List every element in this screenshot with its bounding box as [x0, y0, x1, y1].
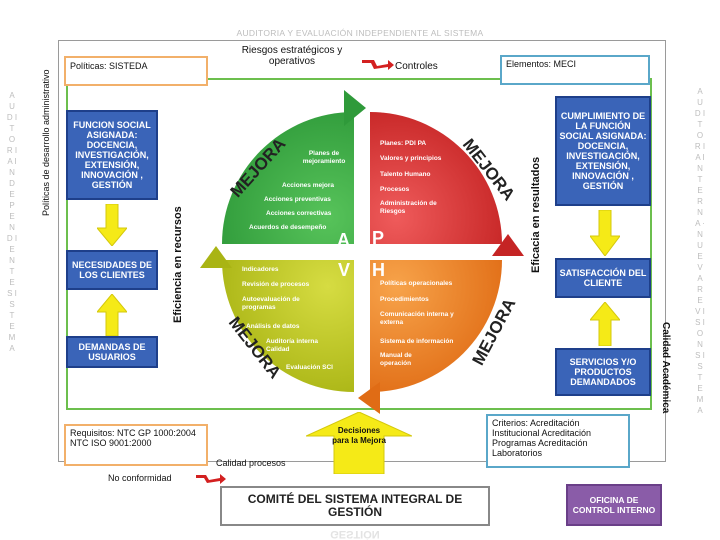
quad-v-item: Análisis de datos	[246, 323, 300, 330]
cumplimiento-box: CUMPLIMIENTO DE LA FUNCIÓN SOCIAL ASIGNA…	[555, 96, 651, 206]
red-arrow-bottom	[196, 470, 226, 489]
quad-a-item: Acuerdos de desempeño	[249, 224, 327, 231]
letter-h: H	[372, 260, 385, 280]
quad-a-item: Acciones correctivas	[266, 210, 332, 217]
oficina-control-text: OFICINA DE CONTROL INTERNO	[572, 495, 656, 515]
calidad-academica-vertical: Calidad Académica	[660, 322, 671, 414]
quad-v-item: Autoevaluación de programas	[242, 296, 300, 311]
quad-p-item: Administración de Riesgos	[380, 200, 437, 215]
eficacia-vertical: Eficacia en resultados	[530, 156, 542, 274]
requisitos-box: Requisitos: NTC GP 1000:2004 NTC ISO 900…	[64, 424, 208, 466]
servicios-box: SERVICIOS Y/O PRODUCTOS DEMANDADOS	[555, 348, 651, 396]
quad-p-item: Procesos	[380, 186, 410, 193]
yellow-arrow-up-right	[588, 301, 622, 351]
quad-v-item: Evaluación SCI	[286, 364, 333, 371]
quad-a-item: Acciones preventivas	[264, 196, 331, 203]
page-title: AUDITORIA Y EVALUACIÓN INDEPENDIENTE AL …	[236, 28, 484, 38]
yellow-arrow-down-right	[589, 209, 621, 261]
right-outer-vertical-text: A U D I T O R I A I N T E R N A · N U E …	[694, 87, 706, 415]
quad-a-item: Acciones mejora	[282, 182, 335, 189]
funcion-social-box: FUNCION SOCIAL ASIGNADA: DOCENCIA, INVES…	[66, 110, 158, 200]
letter-v: V	[338, 260, 351, 280]
satisfaccion-box: SATISFACCIÓN DEL CLIENTE	[555, 258, 651, 298]
criterios-text: Criterios: Acreditación Institucional Ac…	[492, 418, 592, 458]
quad-v-item: Auditoría interna Calidad	[266, 338, 319, 353]
letter-a: A	[337, 230, 350, 250]
elementos-text: Elementos: MECI	[506, 59, 577, 69]
criterios-box: Criterios: Acreditación Institucional Ac…	[486, 414, 630, 468]
quad-v-item: Revisión de procesos	[242, 281, 310, 288]
comite-text: COMITÉ DEL SISTEMA INTEGRAL DE GESTIÓN	[247, 492, 463, 519]
quad-v-item: Indicadores	[242, 266, 279, 273]
politicas-text: Políticas: SISTEDA	[70, 61, 148, 71]
quad-h-item: Comunicación interna y externa	[380, 311, 454, 326]
quad-p-item: Talento Humano	[380, 171, 431, 178]
comite-reflection: GESTIÓN	[330, 528, 380, 540]
riesgos-label: Riesgos estratégicos y operativos	[241, 45, 343, 67]
quad-h-item: Políticas operacionales	[380, 280, 453, 287]
quad-h-item: Procedimientos	[380, 296, 429, 303]
politicas-desarrollo-vertical: Políticas de desarrollo administrativo	[41, 69, 51, 217]
quad-h-item: Manual de operación	[380, 352, 412, 367]
letter-p: P	[372, 228, 385, 248]
requisitos-text: Requisitos: NTC GP 1000:2004 NTC ISO 900…	[70, 428, 196, 448]
no-conformidad-label: No conformidad	[108, 473, 172, 483]
yellow-arrow-down-left	[95, 203, 129, 251]
decisiones-arrow	[305, 411, 413, 479]
elementos-box: Elementos: MECI	[500, 55, 650, 85]
quad-a-item: Planes de mejoramiento	[302, 150, 346, 165]
yellow-arrow-up-left	[95, 293, 129, 341]
decisiones-label: Decisiones para la Mejora	[332, 426, 386, 445]
quad-h-item: Sistema de información	[380, 338, 454, 345]
calidad-procesos-label: Calidad procesos	[216, 458, 286, 468]
controles-label: Controles	[395, 61, 438, 72]
quad-p-item: Valores y principios	[380, 155, 442, 162]
eficiencia-vertical: Eficiencia en recursos	[172, 206, 184, 324]
quad-p-item: Planes: PDI PA	[380, 140, 427, 147]
necesidades-box: NECESIDADES DE LOS CLIENTES	[66, 250, 158, 290]
left-outer-vertical-text: A U D I T O R I A I N D E P E N D I E N …	[6, 91, 18, 353]
demandas-box: DEMANDAS DE USUARIOS	[66, 336, 158, 368]
phva-cycle	[194, 84, 530, 420]
politicas-box: Políticas: SISTEDA	[64, 56, 208, 86]
oficina-control-box: OFICINA DE CONTROL INTERNO	[566, 484, 662, 526]
comite-box: COMITÉ DEL SISTEMA INTEGRAL DE GESTIÓN	[220, 486, 490, 526]
red-arrow-top	[362, 56, 394, 75]
green-frame	[66, 78, 652, 410]
